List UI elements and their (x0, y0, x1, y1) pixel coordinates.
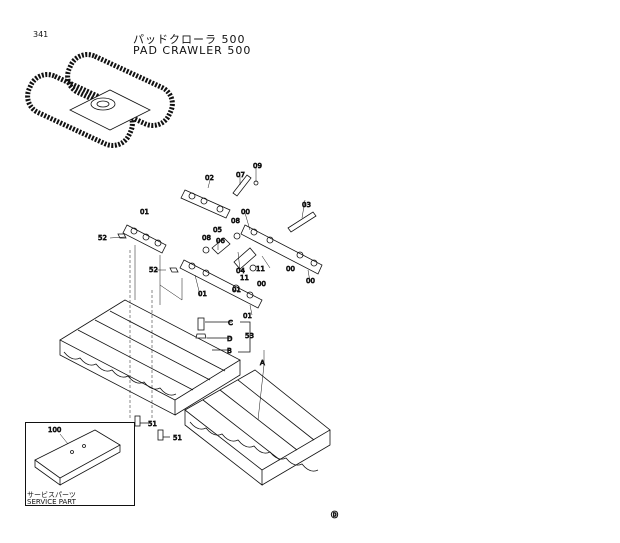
callout-52-a: 52 (98, 234, 107, 242)
title-japanese: パッドクローラ 500 (133, 33, 246, 46)
page-number: 341 (33, 30, 49, 39)
callout-52-b: 52 (149, 266, 158, 274)
callout-02: 02 (205, 174, 214, 182)
callout-01-c: 01 (232, 286, 241, 294)
service-callout-100: 100 (48, 426, 61, 434)
callout-07: 07 (236, 171, 245, 179)
shoe-pads-left (59, 299, 241, 416)
track-link-02 (180, 189, 231, 219)
track-pin-03 (287, 211, 317, 233)
shoe-bolt-53 (195, 317, 251, 353)
corner-mark: Ⓓ (331, 511, 338, 519)
callout-A: A (260, 359, 265, 367)
callout-01-a: 01 (140, 208, 149, 216)
nut-52-b (169, 267, 179, 273)
callout-05: 05 (213, 226, 222, 234)
shoe-pads-right (184, 369, 331, 486)
crawler-assembly-illustration (25, 52, 175, 148)
callout-D: D (227, 335, 232, 343)
callout-08-a: 08 (231, 217, 240, 225)
callout-00-c: 00 (257, 280, 266, 288)
callout-C: C (228, 319, 233, 327)
track-link-01-left (122, 224, 167, 254)
leader-lines (109, 168, 311, 421)
callout-11-a: 11 (256, 265, 265, 273)
service-part-label-jp: サービスパーツ (27, 491, 76, 499)
callout-00-a: 00 (241, 208, 250, 216)
callout-53: 53 (245, 332, 254, 340)
title-english: PAD CRAWLER 500 (133, 44, 252, 57)
callout-B: B (227, 347, 232, 355)
callout-08-b: 08 (202, 234, 211, 242)
track-link-00 (240, 224, 323, 275)
callout-06: 06 (216, 237, 225, 245)
callout-01-d: 01 (243, 312, 252, 320)
callout-51-a: 51 (148, 420, 157, 428)
track-pin-07 (232, 174, 259, 197)
service-part-pad (34, 429, 121, 486)
track-link-01-lower (179, 259, 263, 309)
callout-51-b: 51 (173, 434, 182, 442)
callout-03: 03 (302, 201, 311, 209)
shoe-bolt-51 (134, 415, 170, 441)
service-part-label-en: SERVICE PART (27, 498, 76, 506)
callout-01-b: 01 (198, 290, 207, 298)
callout-00-d: 00 (306, 277, 315, 285)
callout-00-b: 00 (286, 265, 295, 273)
service-part-box (25, 422, 135, 506)
bushings (202, 232, 257, 272)
callout-11-b: 11 (240, 274, 249, 282)
callout-04: 04 (236, 267, 245, 275)
callout-09: 09 (253, 162, 262, 170)
